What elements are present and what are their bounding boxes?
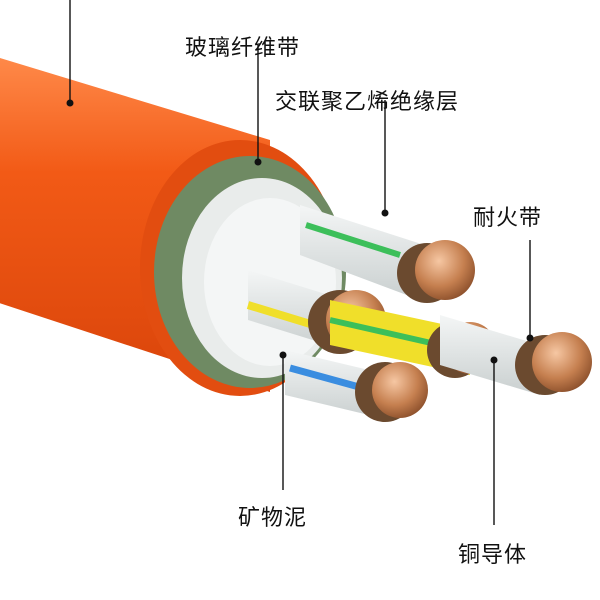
label-xlpe-insulation: 交联聚乙烯绝缘层 (275, 84, 459, 116)
label-glass-fiber-tape: 玻璃纤维带 (185, 30, 300, 62)
leader-dot (255, 159, 262, 166)
label-mineral-mud: 矿物泥 (238, 500, 307, 532)
leader-dot (527, 335, 534, 342)
leader-dot (280, 352, 287, 359)
leader-dot (491, 357, 498, 364)
leader-dot (67, 100, 74, 107)
label-fire-resistant-tape: 耐火带 (473, 200, 542, 232)
label-copper-conductor: 铜导体 (458, 537, 527, 569)
leader-dot (382, 210, 389, 217)
core-right (440, 315, 592, 395)
